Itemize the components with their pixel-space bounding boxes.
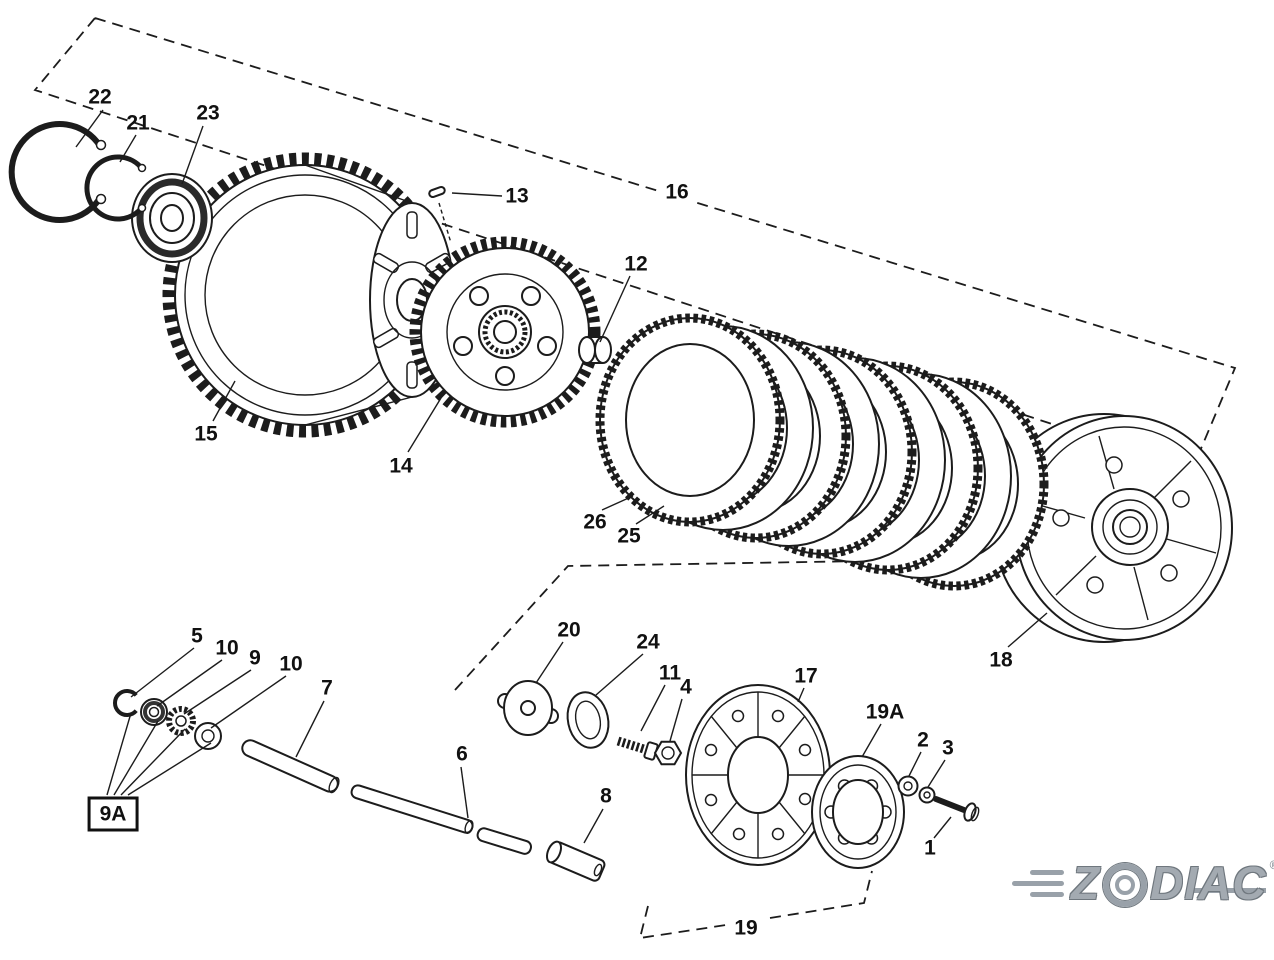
part-label-10b: 10 — [279, 652, 303, 676]
part-label-2: 2 — [917, 728, 929, 752]
washer-2 — [897, 775, 919, 797]
snap-ring-21 — [84, 154, 147, 222]
part-label-17: 17 — [794, 664, 818, 688]
part-label-25: 25 — [617, 524, 641, 548]
logo-speed-lines — [1012, 869, 1064, 897]
part-label-7: 7 — [321, 676, 333, 700]
part-label-20: 20 — [557, 618, 581, 642]
clutch-plate-stack — [595, 313, 1049, 591]
spring-disc-17 — [685, 684, 831, 866]
washer-10-front — [140, 698, 168, 726]
part-label-14: 14 — [389, 454, 413, 478]
logo-underline — [1188, 888, 1266, 893]
star-washer-9 — [166, 706, 196, 736]
part-label-5: 5 — [191, 624, 203, 648]
spring-ring-19a — [811, 755, 905, 869]
part-label-1: 1 — [924, 836, 936, 860]
snap-ring-22 — [8, 121, 107, 223]
part-label-4: 4 — [680, 675, 692, 699]
part-label-8: 8 — [600, 784, 612, 808]
part-label-23: 23 — [196, 101, 220, 125]
logo-letters-diac: DIAC — [1150, 857, 1267, 909]
logo-o-emblem-icon — [1103, 863, 1148, 907]
part-label-15: 15 — [194, 422, 218, 446]
part-label-19: 19 — [729, 916, 763, 940]
washer-3 — [918, 786, 936, 804]
part-label-19a: 19A — [865, 700, 905, 724]
part-label-10a: 10 — [215, 636, 239, 660]
clutch-hub-14 — [409, 236, 601, 428]
part-label-26: 26 — [583, 510, 607, 534]
lock-plate-20 — [497, 680, 559, 736]
leader-lines — [75, 109, 1048, 844]
key-pin-13 — [428, 185, 452, 244]
part-label-18: 18 — [989, 648, 1013, 672]
pushrod-6 — [350, 784, 533, 855]
kit-19-bracket — [638, 870, 873, 940]
part-label-13: 13 — [505, 184, 529, 208]
bolt-1 — [933, 796, 980, 822]
washer-24 — [566, 691, 610, 749]
part-label-9a: 9A — [87, 796, 139, 832]
pushrod-7 — [241, 739, 340, 794]
part-label-9: 9 — [249, 646, 261, 670]
bolt-11 — [616, 736, 659, 761]
part-label-12: 12 — [624, 252, 648, 276]
washer-10-rear — [194, 722, 222, 750]
registered-trademark: ® — [1269, 858, 1274, 872]
spacer-12 — [578, 336, 612, 364]
friction-plate — [595, 313, 785, 527]
part-label-6: 6 — [456, 742, 468, 766]
part-label-21: 21 — [126, 111, 150, 135]
zodiac-logo: Z DIAC ® — [1012, 852, 1274, 914]
logo-letter-z: Z — [1071, 857, 1101, 909]
part-label-11: 11 — [658, 661, 682, 685]
part-label-3: 3 — [942, 736, 954, 760]
part-label-24: 24 — [636, 630, 660, 654]
nut-4 — [653, 740, 683, 766]
bearing-23 — [131, 173, 213, 263]
clutch-shell-sprocket-15 — [162, 152, 455, 438]
spacer-8 — [546, 840, 606, 882]
part-label-22: 22 — [88, 85, 112, 109]
part-label-16: 16 — [660, 180, 694, 204]
lock-washer-5 — [113, 689, 138, 717]
clutch-drum-18 — [993, 413, 1233, 643]
